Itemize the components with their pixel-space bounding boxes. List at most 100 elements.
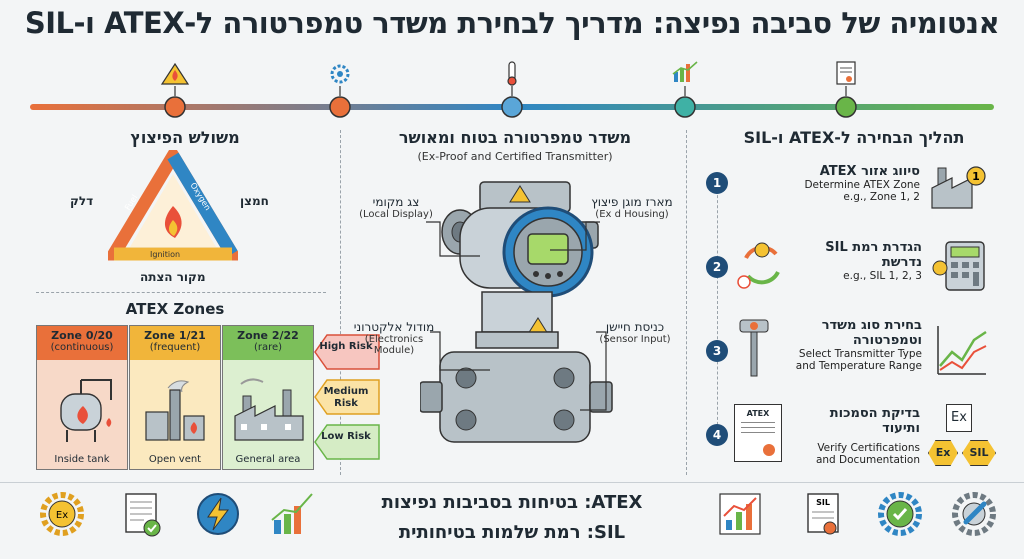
checklist-icon <box>125 493 161 537</box>
zone-0-desc: (continuous) <box>50 342 114 353</box>
footer-line-1: ATEX: בטיחות בסביבות נפיצות <box>381 492 643 513</box>
calculator-icon <box>932 241 985 291</box>
fire-triangle-heading: משולש הפיצוץ <box>130 128 240 147</box>
zone-2-card: Zone 2/22(rare) General area <box>222 325 314 470</box>
zone-0-name: Zone 0/20 <box>51 329 113 342</box>
zone-1-footer: Open vent <box>148 454 202 465</box>
zone-1-card: Zone 1/21(frequent) Open vent <box>129 325 221 470</box>
callout-sensor: כניסת חיישן (Sensor Input) <box>590 320 680 345</box>
low-risk-label: Low Risk <box>321 431 371 442</box>
factory-icon <box>234 378 304 441</box>
step-3-title2: וטמפרטורה <box>852 333 922 348</box>
step-2-en1: e.g., SIL 1, 2, 3 <box>843 270 922 282</box>
step-4-title: בדיקת הסמכות ותיעוד <box>829 406 920 436</box>
display-label-he: צג מקומי <box>372 195 420 209</box>
callout-lines <box>426 221 607 411</box>
chart-icon <box>672 61 698 82</box>
step-1-title: סיווג אזור ATEX <box>819 164 920 179</box>
wrench-gear-icon <box>952 492 996 536</box>
step-2-title: הגדרת רמת SIL <box>825 240 922 255</box>
thermometer-icon <box>507 61 517 86</box>
step-4-text: בדיקת הסמכות ותיעוד Verify Certification… <box>790 406 920 466</box>
callout-housing: מארז מוגן פיצוץ (Ex d Housing) <box>582 195 682 220</box>
growth-chart-icon <box>719 493 761 535</box>
trend-chart-icon <box>937 326 987 375</box>
medium-risk-label: Medium Risk <box>323 386 369 409</box>
electronics-label-en: (Electronics Module) <box>364 334 424 356</box>
divider-left <box>340 130 341 475</box>
zone-0-footer: Inside tank <box>54 454 110 465</box>
svg-text:SIL: SIL <box>816 498 830 507</box>
timeline <box>30 61 994 118</box>
factory-step-icon: 1 <box>931 166 986 209</box>
zone-2-desc: (rare) <box>253 342 283 353</box>
step-3-en2: and Temperature Range <box>795 360 922 372</box>
certificate-document-icon: ATEX <box>734 404 782 462</box>
oxygen-label: חמצן <box>240 194 269 208</box>
svg-text:Ex: Ex <box>56 510 68 521</box>
process-connector <box>717 180 718 440</box>
risk-arrows <box>314 334 380 460</box>
tank-icon <box>60 379 112 442</box>
display-label-en: (Local Display) <box>359 209 433 220</box>
step-3-en1: Select Transmitter Type <box>798 348 922 360</box>
step-3-text: בחירת סוג משדר וטמפרטורה Select Transmit… <box>790 318 922 372</box>
step-2-title2: נדרשת <box>881 255 922 270</box>
fuel-label: דלק <box>70 194 94 208</box>
housing-label-en: (Ex d Housing) <box>595 209 669 220</box>
ex-gear-icon: Ex <box>40 492 84 536</box>
ex-hexagon-icon: Ex <box>928 440 958 466</box>
step-1-en1: Determine ATEX Zone <box>804 179 920 191</box>
certificate-icon <box>836 61 856 85</box>
callout-electronics: מודול אלקטרוני (Electronics Module) <box>344 320 444 356</box>
step-4-badge: 4 <box>706 424 728 446</box>
divider-right <box>686 130 687 475</box>
atex-zones-heading: ATEX Zones <box>125 300 225 318</box>
zone-2-name: Zone 2/22 <box>237 329 299 342</box>
gear-icon <box>330 64 350 84</box>
zone-0-card: Zone 0/20(continuous) Inside tank <box>36 325 128 470</box>
fire-warning-icon <box>160 62 190 85</box>
timeline-node-fire <box>160 62 190 118</box>
step-2-badge: 2 <box>706 256 728 278</box>
page-title: אנטומיה של סביבה נפיצה: מדריך לבחירת משד… <box>24 6 1000 40</box>
ignition-label: מקור הצתה <box>140 270 206 284</box>
ex-document-icon: Ex <box>946 404 972 432</box>
sensor-label-en: (Sensor Input) <box>599 334 671 345</box>
check-gear-icon <box>878 492 922 536</box>
electronics-label-he: מודול אלקטרוני <box>353 320 435 334</box>
footer-text: ATEX: בטיחות בסביבות נפיצות SIL: רמת שלמ… <box>360 488 664 548</box>
process-heading: תהליך הבחירה ל-ATEX ו-SIL <box>743 128 965 147</box>
timeline-node-chart <box>672 61 698 118</box>
timeline-node-gear <box>329 64 351 118</box>
step-1-badge: 1 <box>706 172 728 194</box>
lightning-icon <box>197 493 239 535</box>
vent-icon <box>145 380 205 441</box>
step-1-en2: e.g., Zone 1, 2 <box>843 191 920 203</box>
divider-horizontal <box>36 292 326 293</box>
step-3-title: בחירת סוג משדר <box>821 318 922 333</box>
high-risk-label: High Risk <box>319 341 373 352</box>
sil-document-icon: SIL <box>807 493 839 535</box>
fire-triangle-diagram <box>108 150 238 261</box>
step-3-badge: 3 <box>706 340 728 362</box>
sensor-label-he: כניסת חיישן <box>605 320 665 334</box>
svg-text:1: 1 <box>972 170 980 183</box>
sil-hexagon-icon: SIL <box>962 440 996 466</box>
step-1-text: סיווג אזור ATEX Determine ATEX Zone e.g.… <box>780 164 920 203</box>
step-4-en2: and Documentation <box>815 454 920 466</box>
ignition-inner-label: Ignition <box>150 250 181 259</box>
atex-doc-label: ATEX <box>746 409 770 418</box>
timeline-node-thermometer <box>501 61 523 118</box>
zone-1-desc: (frequent) <box>149 342 201 353</box>
transmitter-heading: משדר טמפרטורה בטוח ומאושר <box>398 128 632 147</box>
bottom-strip <box>0 482 1024 559</box>
zone-1-name: Zone 1/21 <box>144 329 206 342</box>
transmitter-subheading: (Ex-Proof and Certified Transmitter) <box>417 150 613 163</box>
bar-chart-icon <box>271 493 313 534</box>
transmitter-illustration <box>420 181 613 443</box>
callout-display: צג מקומי (Local Display) <box>352 195 440 220</box>
zone-2-footer: General area <box>235 454 301 465</box>
step-4-en1: Verify Certifications <box>817 442 920 454</box>
footer-line-2: SIL: רמת שלמות בטיחותית <box>398 522 626 543</box>
